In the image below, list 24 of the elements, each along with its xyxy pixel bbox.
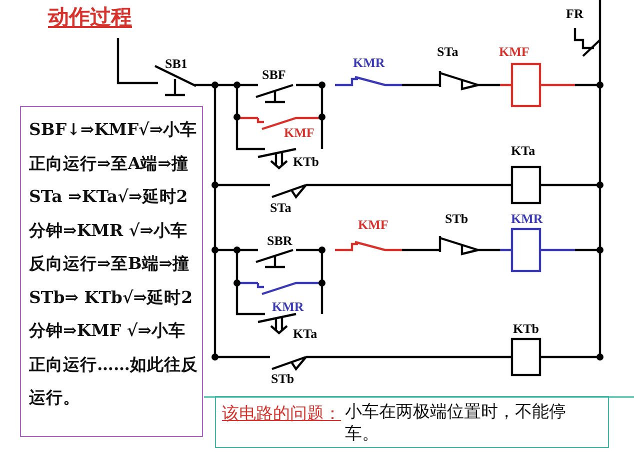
problem-text: 小车在两极端位置时，不能停车。 <box>345 401 567 446</box>
component-label: STa <box>437 44 458 59</box>
component-label: SBF <box>262 67 286 82</box>
component-label: KMF <box>284 125 314 140</box>
problem-heading: 该电路的问题： <box>222 403 341 426</box>
component-label: KMF <box>358 217 388 232</box>
component-label: KMR <box>511 211 543 226</box>
title: 动作过程 <box>48 3 132 31</box>
text-box <box>20 106 203 437</box>
component-label: KTb <box>293 154 320 169</box>
component-label: KTa <box>293 326 318 341</box>
process-text: SBF↓⇒KMF√⇒小车正向运行⇒至A端⇒撞STa ⇒KTa√⇒延时2分钟⇒KMR √⇒小车反向运行⇒至B端⇒撞STb⇒ KTb√⇒延时2分钟⇒KMF √⇒小车正向运行……如此往反运行。 <box>29 119 198 409</box>
component-label: KMR <box>353 55 385 70</box>
component-label: STa <box>270 200 292 215</box>
text-box <box>215 396 609 448</box>
component-label: STb <box>445 211 468 226</box>
component-label: FR <box>566 6 584 21</box>
component-label: SBR <box>267 233 292 248</box>
component-label: KTb <box>513 321 540 336</box>
component-label: SB1 <box>165 56 188 71</box>
component-label: STb <box>271 371 294 386</box>
component-label: KTa <box>511 143 536 158</box>
component-label: KMR <box>272 299 304 314</box>
component-label: KMF <box>499 44 530 59</box>
